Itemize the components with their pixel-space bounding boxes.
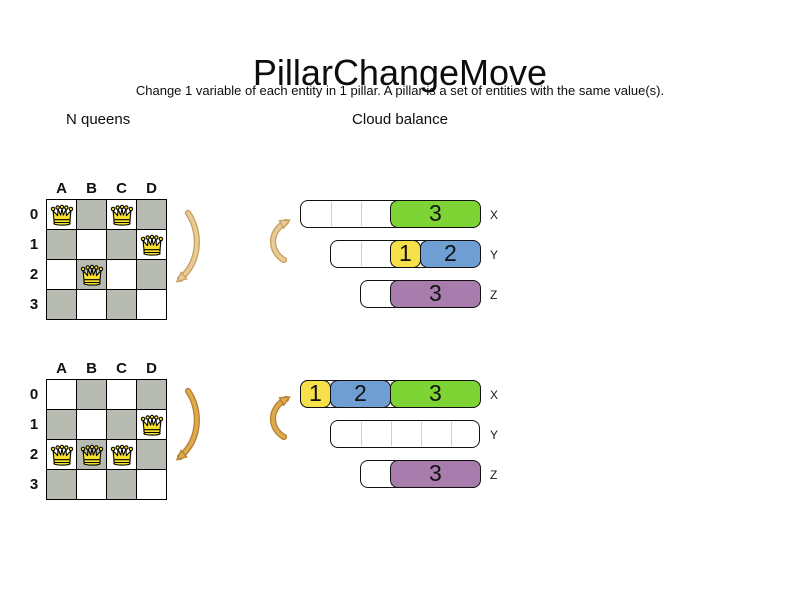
board-cell — [106, 199, 137, 230]
computer-label: Y — [490, 248, 499, 262]
computer-label: Y — [490, 428, 499, 442]
board-cell — [106, 259, 137, 290]
pillar-move-arrow-queens-after-icon — [170, 387, 200, 476]
computer-label: X — [490, 388, 499, 402]
nqueens-board-before: A B C D 0 1 2 3 — [30, 180, 167, 320]
board-cell — [76, 439, 107, 470]
page-subtitle: Change 1 variable of each entity in 1 pi… — [135, 83, 665, 98]
row-label: 2 — [29, 266, 39, 283]
slot-divider — [361, 202, 362, 226]
pillar-move-arrow-cloud-after-icon — [269, 395, 300, 441]
column-label: A — [56, 180, 67, 197]
board-cell — [106, 379, 137, 410]
board-cell — [76, 199, 107, 230]
board-cell — [46, 199, 77, 230]
queen-icon — [140, 414, 163, 436]
board-cell — [46, 439, 77, 470]
page-title: PillarChangeMove — [252, 52, 548, 94]
pillar-move-arrow-queens-before-icon — [170, 209, 200, 298]
process-block: 3 — [389, 459, 481, 488]
slot-divider — [391, 422, 392, 446]
board-cell — [106, 469, 137, 500]
row-label: 0 — [29, 386, 39, 403]
computer-label: Z — [490, 288, 498, 302]
column-label: D — [146, 360, 157, 377]
queen-icon — [140, 234, 163, 256]
computer-label: Z — [490, 468, 498, 482]
board-cell — [46, 469, 77, 500]
computer-capacity-bar: 3 — [360, 459, 481, 488]
board-cell — [136, 289, 167, 320]
row-label: 2 — [29, 446, 39, 463]
process-block: 3 — [389, 199, 481, 228]
column-label: B — [86, 180, 97, 197]
board-cell — [136, 229, 167, 260]
board-cell — [76, 259, 107, 290]
board-cell — [136, 379, 167, 410]
row-label: 1 — [29, 416, 39, 433]
board-cell — [76, 379, 107, 410]
queen-icon — [50, 204, 73, 226]
board-cell — [136, 259, 167, 290]
section-label-nqueens: N queens — [66, 111, 131, 128]
nqueens-board-after: A B C D 0 1 2 3 — [30, 360, 167, 500]
board-cell — [136, 439, 167, 470]
row-label: 3 — [29, 296, 39, 313]
computer-capacity-bar: 3 — [300, 199, 481, 228]
row-label: 3 — [29, 476, 39, 493]
board-cell — [76, 469, 107, 500]
process-block: 2 — [419, 239, 481, 268]
board-cell — [106, 409, 137, 440]
board-cell — [76, 289, 107, 320]
process-block: 1 — [299, 379, 331, 408]
board-cell — [46, 379, 77, 410]
board-cell — [106, 289, 137, 320]
board-cell — [46, 289, 77, 320]
column-label: A — [56, 360, 67, 377]
computer-label: X — [490, 208, 499, 222]
queen-icon — [50, 444, 73, 466]
pillar-move-arrow-cloud-before-icon — [269, 218, 300, 264]
computer-capacity-bar — [330, 420, 480, 448]
process-block: 3 — [389, 279, 481, 308]
row-label: 0 — [29, 206, 39, 223]
column-label: C — [116, 180, 127, 197]
column-label: C — [116, 360, 127, 377]
queen-icon — [80, 444, 103, 466]
process-block: 1 — [389, 239, 421, 268]
column-label: D — [146, 180, 157, 197]
process-block: 2 — [329, 379, 391, 408]
board-cell — [106, 439, 137, 470]
slot-divider — [451, 422, 452, 446]
computer-capacity-bar: 3 — [360, 279, 481, 308]
section-label-cloudbalance: Cloud balance — [352, 111, 448, 128]
board-cell — [106, 229, 137, 260]
board-cell — [136, 409, 167, 440]
board-cell — [136, 469, 167, 500]
row-label: 1 — [29, 236, 39, 253]
queen-icon — [110, 204, 133, 226]
queen-icon — [110, 444, 133, 466]
board-cell — [46, 229, 77, 260]
board-cell — [76, 229, 107, 260]
board-cell — [46, 259, 77, 290]
slot-divider — [421, 422, 422, 446]
board-cell — [136, 199, 167, 230]
slot-divider — [361, 242, 362, 266]
board-cell — [76, 409, 107, 440]
slot-divider — [361, 422, 362, 446]
queen-icon — [80, 264, 103, 286]
board-cell — [46, 409, 77, 440]
slot-divider — [331, 202, 332, 226]
process-block: 3 — [389, 379, 481, 408]
column-label: B — [86, 360, 97, 377]
